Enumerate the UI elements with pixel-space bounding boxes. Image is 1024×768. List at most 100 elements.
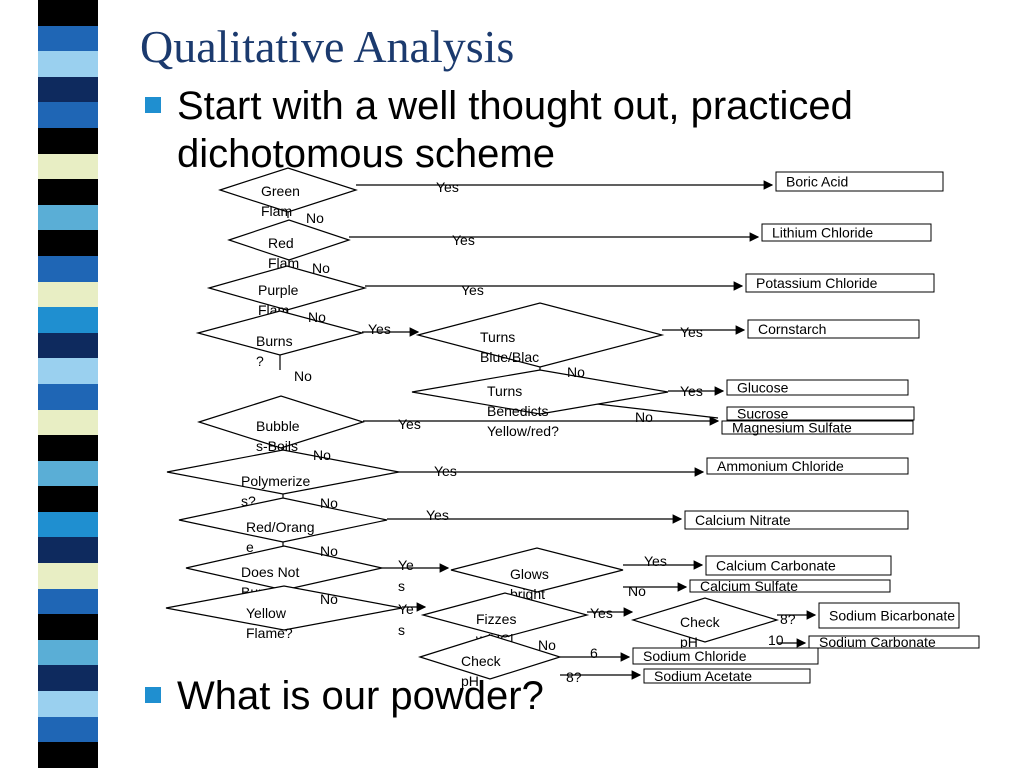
result-label-naac: Sodium Acetate [654, 668, 752, 684]
decision-label-checkph2: Check [461, 653, 502, 669]
result-box-kcl [745, 273, 935, 293]
result-box-naac [643, 668, 811, 684]
bullet-1-line-1: Start with a well thought out, practiced [177, 84, 853, 128]
edge-label: Yes [590, 605, 613, 621]
stripe-band [38, 716, 98, 743]
result-label-kcl: Potassium Chloride [756, 275, 878, 291]
result-box-nacl [632, 647, 819, 665]
result-label-nahco3: Sodium Bicarbonate [829, 608, 955, 624]
bullet-marker [145, 687, 161, 703]
decision-diamond-bubbles [197, 395, 365, 449]
result-box-mgso4 [721, 420, 914, 435]
edge-label: 8? [780, 611, 796, 627]
stripe-band [38, 358, 98, 384]
decorative-stripe [38, 0, 98, 768]
result-label-caso4: Calcium Sulfate [700, 578, 798, 594]
stripe-band [38, 0, 98, 26]
decision-label-blue: Blue/Blac [480, 349, 539, 365]
stripe-band [38, 127, 98, 154]
result-box-caco3 [705, 555, 892, 576]
decision-diamond-checkph2 [417, 634, 563, 680]
result-label-nh4cl: Ammonium Chloride [717, 458, 844, 474]
result-label-mgso4: Magnesium Sulfate [732, 420, 852, 436]
stripe-band [38, 742, 98, 768]
result-box-glucose [726, 379, 909, 396]
edge-label: Yes [452, 232, 475, 248]
edge-label: No [306, 210, 324, 226]
stripe-band [38, 537, 98, 564]
result-box-cano3 [684, 510, 909, 530]
edge-label: Ye [398, 557, 414, 573]
edge-label: No [567, 364, 585, 380]
stripe-band [38, 511, 98, 538]
stripe-band [38, 51, 98, 77]
decision-label-blue: Turns [480, 329, 515, 345]
result-box-starch [747, 319, 920, 339]
edge-label: Yes [434, 463, 457, 479]
stripe-band [38, 332, 98, 359]
stripe-band [38, 665, 98, 692]
stripe-band [38, 307, 98, 333]
edge-label: 10 [768, 632, 784, 648]
decision-diamond-yellow [165, 585, 403, 631]
edge-label: No [294, 368, 312, 384]
result-label-glucose: Glucose [737, 380, 789, 396]
decision-diamond-purple [206, 265, 368, 311]
stripe-band [38, 563, 98, 589]
result-label-na2co3: Sodium Carbonate [819, 634, 936, 650]
edge-label: Ye [398, 601, 414, 617]
slide-title: Qualitative Analysis [140, 21, 515, 72]
stripe-band [38, 153, 98, 180]
edge-label: Yes [461, 282, 484, 298]
decision-label-poly: Polymerize [241, 473, 310, 489]
edge-label: Yes [644, 553, 667, 569]
stripe-band [38, 76, 98, 103]
result-box-boric [775, 171, 944, 192]
decision-label-checkph2: pH [461, 673, 479, 689]
edge-label: 8? [566, 669, 582, 685]
stripe-band [38, 281, 98, 308]
decision-diamond-green [218, 167, 358, 213]
result-label-starch: Cornstarch [758, 321, 826, 337]
bullet-1-line-2: dichotomous scheme [177, 132, 555, 176]
result-box-caso4 [689, 579, 891, 593]
stripe-band [38, 460, 98, 487]
flow-arrow [579, 401, 719, 419]
result-box-na2co3 [808, 635, 980, 649]
decision-label-bened: Turns [487, 383, 522, 399]
bullet-text-2: What is our powder? [177, 672, 544, 720]
stripe-band [38, 383, 98, 410]
edge-label: s [398, 578, 405, 594]
decision-label-burns: Burns [256, 333, 293, 349]
edge-label: s [398, 622, 405, 638]
decision-diamond-redorange [178, 497, 388, 543]
stripe-band [38, 204, 98, 231]
result-label-cano3: Calcium Nitrate [695, 512, 791, 528]
edge-label: No [538, 637, 556, 653]
decision-label-checkph1: pH [680, 634, 698, 650]
decision-label-fizzes: Fizzes [476, 611, 516, 627]
edge-label: No [308, 309, 326, 325]
bullet-marker [145, 97, 161, 113]
stripe-band [38, 409, 98, 436]
stripe-band [38, 639, 98, 666]
decision-diamond-burns [195, 310, 365, 356]
bullet-text-1: Start with a well thought out, practiced… [177, 82, 853, 178]
decision-label-checkph1: Check [680, 614, 721, 630]
decision-label-burns: ? [256, 353, 264, 369]
decision-label-purple: Purple [258, 282, 299, 298]
decision-diamond-blue [415, 302, 665, 368]
result-box-nahco3 [818, 602, 960, 629]
edge-label: No [628, 583, 646, 599]
edge-label: Yes [368, 321, 391, 337]
decision-label-bened: Benedicts [487, 403, 548, 419]
decision-label-redorange: Red/Orang [246, 519, 314, 535]
stripe-band [38, 255, 98, 282]
edge-label: Yes [680, 324, 703, 340]
decision-label-red: Red [268, 235, 294, 251]
result-box-licl [761, 223, 932, 242]
decision-diamond-checkph1 [630, 597, 780, 643]
decision-diamond-red [227, 219, 351, 261]
edge-label: Yes [398, 416, 421, 432]
result-box-nh4cl [706, 457, 909, 475]
